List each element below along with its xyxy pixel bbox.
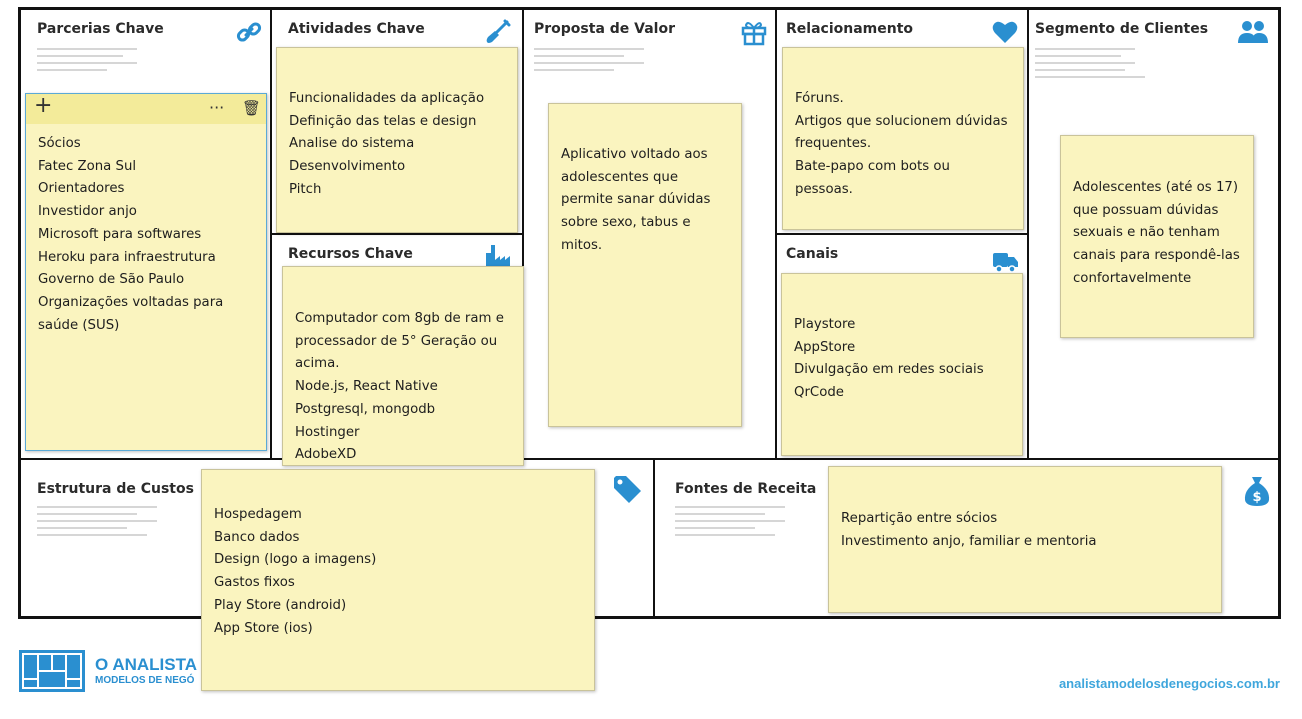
sticky-note-parcerias[interactable]: + ··· 🗑 Sócios Fatec Zona Sul Orientador… <box>25 93 267 451</box>
list-item: Hostinger <box>295 424 360 440</box>
list-item: AdobeXD <box>295 447 357 463</box>
sticky-note-custos[interactable]: Hospedagem Banco dados Design (logo a im… <box>201 469 595 691</box>
sticky-note-receita[interactable]: Repartição entre sócios Investimento anj… <box>828 466 1222 613</box>
list-item: Microsoft para softwares <box>38 226 202 242</box>
cell-title: Recursos Chave <box>288 246 413 262</box>
list-item: Design (logo a imagens) <box>214 552 377 568</box>
logo-icon <box>19 650 85 692</box>
brand-name: O ANALISTA <box>95 655 197 674</box>
factory-icon <box>486 245 510 269</box>
list-item: Organizações voltadas para saúde (SUS) <box>38 294 224 333</box>
placeholder-lines <box>675 506 785 541</box>
note-list: Computador com 8gb de ram e processador … <box>283 267 523 465</box>
list-item: Fatec Zona Sul <box>38 158 137 174</box>
sticky-note-recursos[interactable]: Computador com 8gb de ram e processador … <box>282 266 524 466</box>
list-item: Gastos fixos <box>214 575 295 591</box>
list-item: Aplicativo voltado aos adolescentes que … <box>561 147 711 253</box>
list-item: Postgresql, mongodb <box>295 401 436 417</box>
website-url[interactable]: analistamodelosdenegocios.com.br <box>1058 676 1280 691</box>
more-icon[interactable]: ··· <box>209 98 225 117</box>
placeholder-lines <box>1035 48 1145 83</box>
list-item: Node.js, React Native <box>295 379 438 395</box>
list-item: Desenvolvimento <box>289 159 406 175</box>
list-item: Sócios <box>38 136 81 151</box>
list-item: Adolescentes (até os 17) que possuam dúv… <box>1073 180 1240 286</box>
list-item: Heroku para infraestrutura <box>38 249 216 265</box>
note-list: Sócios Fatec Zona Sul Orientadores Inves… <box>26 124 266 337</box>
list-item: Computador com 8gb de ram e processador … <box>295 311 504 372</box>
list-item: App Store (ios) <box>214 620 313 636</box>
trash-icon[interactable]: 🗑 <box>242 99 262 117</box>
add-icon[interactable]: + <box>34 93 53 118</box>
cell-title: Relacionamento <box>786 21 914 37</box>
cell-title: Parcerias Chave <box>37 21 164 37</box>
placeholder-lines <box>37 48 137 76</box>
gift-icon <box>741 22 767 46</box>
placeholder-lines <box>534 48 644 76</box>
note-list: Aplicativo voltado aos adolescentes que … <box>549 104 741 258</box>
sticky-note-atividades[interactable]: Funcionalidades da aplicação Definição d… <box>276 47 518 233</box>
list-item: Orientadores <box>38 181 125 197</box>
sticky-note-canais[interactable]: Playstore AppStore Divulgação em redes s… <box>781 273 1023 456</box>
note-list: Adolescentes (até os 17) que possuam dúv… <box>1061 136 1253 291</box>
link-icon <box>236 22 262 42</box>
truck-icon <box>993 253 1018 273</box>
list-item: Analise do sistema <box>289 136 415 152</box>
svg-text:$: $ <box>1252 490 1261 505</box>
list-item: Pitch <box>289 181 322 197</box>
list-item: Hospedagem <box>214 507 302 522</box>
note-list: Hospedagem Banco dados Design (logo a im… <box>202 470 594 640</box>
cell-title: Proposta de Valor <box>534 21 675 37</box>
list-item: Playstore <box>794 317 856 332</box>
list-item: Banco dados <box>214 529 300 545</box>
list-item: Investimento anjo, familiar e mentoria <box>841 533 1097 549</box>
list-item: Play Store (android) <box>214 597 347 613</box>
tag-icon <box>614 476 641 503</box>
note-list: Playstore AppStore Divulgação em redes s… <box>782 274 1022 405</box>
cell-title: Atividades Chave <box>288 21 425 37</box>
sticky-note-segmento[interactable]: Adolescentes (até os 17) que possuam dúv… <box>1060 135 1254 338</box>
list-item: Artigos que solucionem dúvidas frequente… <box>795 113 1008 152</box>
note-list: Repartição entre sócios Investimento anj… <box>829 467 1221 553</box>
list-item: Bate-papo com bots ou pessoas. <box>795 159 950 197</box>
list-item: Divulgação em redes sociais <box>794 362 984 378</box>
note-list: Fóruns. Artigos que solucionem dúvidas f… <box>783 48 1023 202</box>
placeholder-lines <box>37 506 157 541</box>
sticky-note-relacionamento[interactable]: Fóruns. Artigos que solucionem dúvidas f… <box>782 47 1024 230</box>
list-item: Investidor anjo <box>38 204 137 220</box>
shovel-icon <box>486 19 511 43</box>
list-item: Definição das telas e design <box>289 113 477 129</box>
heart-icon <box>992 21 1018 43</box>
sticky-note-proposta[interactable]: Aplicativo voltado aos adolescentes que … <box>548 103 742 427</box>
list-item: Governo de São Paulo <box>38 272 185 288</box>
cell-title: Segmento de Clientes <box>1035 21 1209 37</box>
list-item: QrCode <box>794 385 844 401</box>
list-item: Fóruns. <box>795 91 844 106</box>
cell-title: Estrutura de Custos <box>37 481 194 497</box>
list-item: Repartição entre sócios <box>841 511 998 526</box>
brand-subtitle: MODELOS DE NEGÓ <box>95 675 195 686</box>
cell-title: Canais <box>786 246 839 262</box>
cell-title: Fontes de Receita <box>675 481 817 497</box>
money-bag-icon: $ <box>1244 477 1270 506</box>
list-item: Funcionalidades da aplicação <box>289 91 485 106</box>
note-list: Funcionalidades da aplicação Definição d… <box>277 48 517 202</box>
sticky-toolbar: + ··· 🗑 <box>26 94 266 124</box>
list-item: AppStore <box>794 339 856 355</box>
users-icon <box>1238 21 1268 43</box>
